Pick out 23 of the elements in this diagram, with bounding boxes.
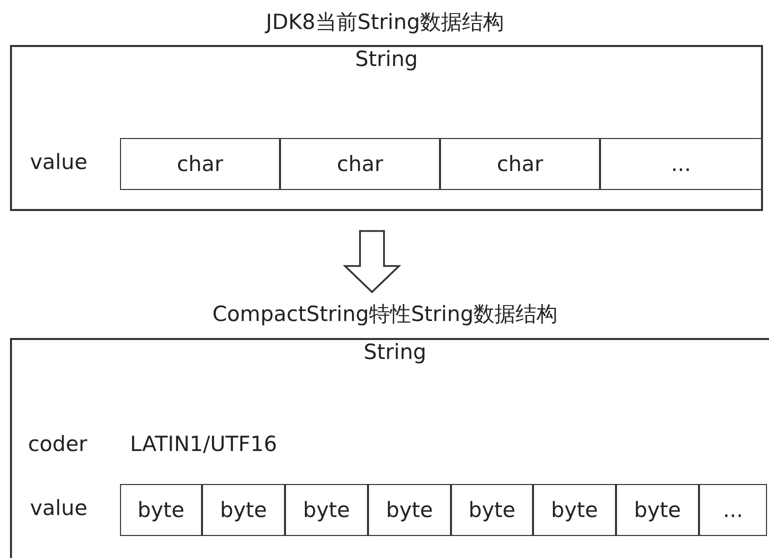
field-label: value <box>30 496 88 520</box>
array-cell: ... <box>600 138 762 190</box>
array-cell: byte <box>285 484 368 536</box>
array-cell: char <box>440 138 600 190</box>
array-cell: byte <box>451 484 533 536</box>
object-box <box>10 45 763 211</box>
array-cell: byte <box>202 484 285 536</box>
title-heading: CompactString特性String数据结构 <box>212 301 558 328</box>
array-cell: byte <box>368 484 451 536</box>
array-cell: byte <box>533 484 616 536</box>
title-heading: JDK8当前String数据结构 <box>266 9 504 36</box>
field-value: LATIN1/UTF16 <box>130 432 278 456</box>
class-name: String <box>354 47 419 71</box>
array-cell: char <box>120 138 280 190</box>
array-cell: byte <box>120 484 202 536</box>
field-label: value <box>30 150 88 174</box>
field-label: coder <box>28 432 88 456</box>
object-box <box>10 338 769 558</box>
class-name: String <box>362 340 428 364</box>
array-cell: byte <box>616 484 699 536</box>
array-cell: char <box>280 138 440 190</box>
array-cell: ... <box>699 484 767 536</box>
block-arrow <box>342 230 402 294</box>
